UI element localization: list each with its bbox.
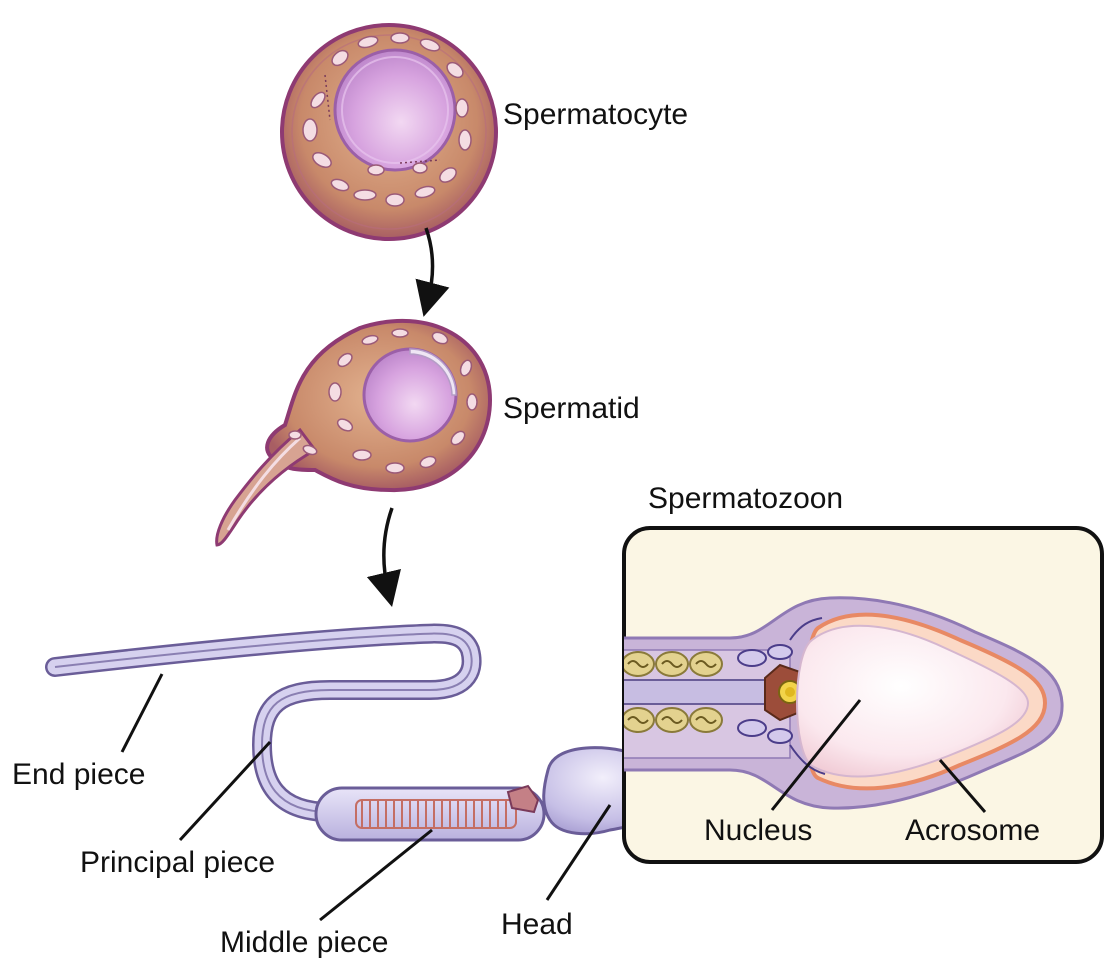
label-middle-piece: Middle piece bbox=[220, 926, 389, 959]
nucleus-leader bbox=[770, 699, 862, 811]
label-spermatozoon: Spermatozoon bbox=[648, 482, 844, 515]
label-head: Head bbox=[501, 908, 573, 941]
spermatocyte-cell bbox=[280, 23, 498, 241]
label-end-piece: End piece bbox=[12, 758, 146, 791]
label-spermatid: Spermatid bbox=[503, 392, 640, 425]
leader-lines bbox=[120, 673, 987, 922]
arrow-spermatocyte-to-spermatid bbox=[415, 227, 450, 317]
label-acrosome: Acrosome bbox=[905, 814, 1041, 847]
head-leader bbox=[545, 804, 612, 901]
principal-piece-leader bbox=[178, 740, 272, 842]
arrow-spermatid-to-spermatozoon bbox=[366, 507, 401, 608]
label-nucleus: Nucleus bbox=[704, 814, 813, 847]
middle-piece-leader bbox=[319, 828, 433, 922]
spermatozoon-whole bbox=[45, 623, 677, 842]
spermatozoon-inset bbox=[622, 526, 1104, 864]
mitochondrial-spiral bbox=[355, 799, 517, 829]
end-piece-leader bbox=[120, 673, 164, 753]
label-spermatocyte: Spermatocyte bbox=[503, 98, 689, 131]
spermatid-cell bbox=[215, 318, 493, 547]
label-principal-piece: Principal piece bbox=[80, 846, 276, 879]
acrosome-leader bbox=[938, 759, 987, 813]
